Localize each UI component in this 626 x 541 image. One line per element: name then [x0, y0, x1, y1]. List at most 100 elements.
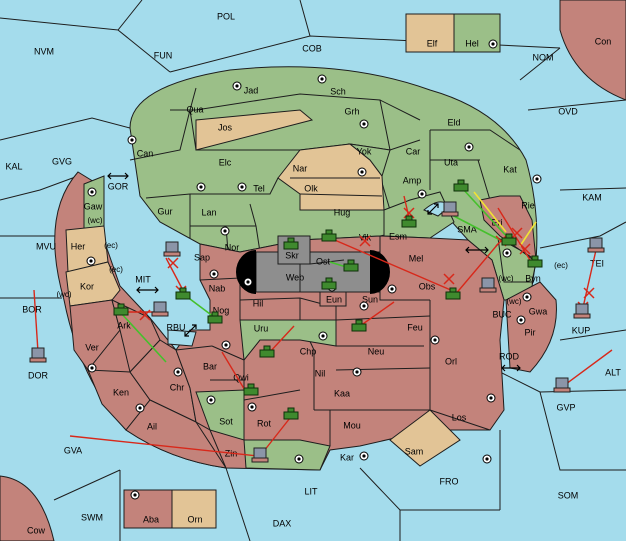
label-aba: Aba — [143, 514, 159, 524]
order-arrow — [565, 349, 613, 385]
land-label-group: Elf Hel Jad Sch Qua Jos Grh Eld Can Yok … — [71, 38, 604, 524]
label-kup: KUP — [572, 325, 591, 335]
label-grh: Grh — [344, 106, 359, 116]
label-nor: Nor — [225, 242, 240, 252]
supply-center-icon — [532, 174, 542, 184]
label-tel: Tel — [253, 183, 265, 193]
territory-sam[interactable] — [389, 409, 461, 467]
label-los: Los — [452, 412, 467, 422]
label-obs: Obs — [419, 281, 436, 291]
label-mou: Mou — [343, 420, 361, 430]
label-kam: KAM — [582, 192, 602, 202]
blue-gray-ship-icon — [29, 347, 47, 363]
label-car: Car — [406, 146, 421, 156]
territory-orn[interactable] — [171, 489, 217, 529]
order-support — [461, 187, 511, 241]
supply-center-icon — [464, 142, 474, 152]
label-pir: Pir — [525, 327, 536, 337]
supply-center-icon — [522, 292, 532, 302]
order-arrow — [267, 325, 295, 355]
label-neu: Neu — [368, 346, 385, 356]
territory-ail[interactable] — [125, 399, 228, 469]
label-gor: GOR — [108, 181, 129, 191]
label-sot: Sot — [219, 416, 233, 426]
failed-order-x-icon — [511, 227, 523, 239]
sea-label-group: POL COB FUN NVM NOM OVD Con KAL GVG GOR … — [5, 11, 621, 535]
green-tank-icon — [445, 287, 461, 300]
territory-elf[interactable] — [405, 13, 455, 53]
supply-center-icon — [486, 393, 496, 403]
label-rie: Rie — [521, 200, 535, 210]
label-chp: Chp — [300, 346, 317, 356]
coast-label-her-ec: (ec) — [104, 241, 118, 250]
green-tank-icon — [175, 287, 191, 300]
label-rot: Rot — [257, 418, 272, 428]
green-tank-icon — [501, 233, 517, 246]
label-elc: Elc — [219, 157, 232, 167]
label-gvg: GVG — [52, 156, 72, 166]
supply-center-icon — [247, 402, 257, 412]
green-tank-icon — [527, 255, 543, 268]
supply-center-icon — [206, 395, 216, 405]
order-arrow — [33, 289, 39, 353]
blue-gray-ship-icon — [163, 241, 181, 257]
label-nog: Nog — [213, 305, 230, 315]
supply-center-icon — [196, 182, 206, 192]
label-sch: Sch — [330, 86, 346, 96]
label-orn: Orn — [187, 514, 202, 524]
label-buc: BUC — [492, 309, 512, 319]
label-bor: BOR — [22, 304, 42, 314]
territory-kor[interactable] — [65, 261, 121, 307]
supply-center-icon — [317, 74, 327, 84]
green-tank-icon — [321, 229, 337, 242]
supply-center-icon — [87, 363, 97, 373]
label-gur: Gur — [157, 206, 172, 216]
territory-south-mass[interactable] — [175, 235, 505, 471]
label-eun: Eun — [326, 294, 342, 304]
label-ark: Ark — [117, 320, 131, 330]
supply-center-icon — [243, 277, 253, 287]
label-eld: Eld — [447, 117, 460, 127]
supply-center-icon — [237, 182, 247, 192]
supply-center-icon — [430, 335, 440, 345]
coast-label-gwa-wc: (wc) — [506, 297, 521, 306]
supply-center-icon — [387, 284, 397, 294]
territory-uru-chp[interactable] — [239, 319, 337, 362]
label-her: Her — [71, 241, 86, 251]
coast-label-byn-ec: (ec) — [554, 261, 568, 270]
supply-center-icon — [352, 367, 362, 377]
order-arrow — [359, 301, 395, 327]
supply-center-icon — [417, 189, 427, 199]
label-cow: Cow — [27, 525, 46, 535]
label-mel: Mel — [409, 253, 424, 263]
supply-center-icon — [86, 256, 96, 266]
tan-plot-borders — [290, 177, 383, 197]
label-cob: COB — [302, 43, 322, 53]
blue-gray-ship-icon — [251, 447, 269, 463]
coast-label-group: (wc) (ec) (ec) (wc) (wc) (ec) (wc) — [56, 216, 568, 306]
supply-center-icon — [220, 226, 230, 236]
label-qua: Qua — [186, 104, 203, 114]
label-orl: Orl — [445, 356, 457, 366]
order-support — [449, 213, 501, 241]
label-mit: MIT — [135, 274, 151, 284]
territory-pir-gwa[interactable] — [505, 281, 557, 373]
supply-center-icon — [359, 119, 369, 129]
label-nar: Nar — [293, 163, 308, 173]
supply-center-icon — [502, 248, 512, 258]
supply-center-icon — [294, 454, 304, 464]
territory-jos[interactable] — [195, 109, 314, 151]
order-arrow — [497, 207, 531, 261]
territory-yok-edge[interactable] — [348, 143, 391, 178]
label-kar: Kar — [340, 452, 354, 462]
territory-ver[interactable] — [69, 299, 121, 371]
label-hug: Hug — [334, 207, 351, 217]
failed-order-x-icon — [359, 235, 371, 247]
label-mvu: MVU — [36, 241, 56, 251]
blue-gray-ship-icon — [151, 301, 169, 317]
supply-center-icon — [87, 187, 97, 197]
double-arrow-icon — [136, 286, 159, 294]
label-gvp: GVP — [556, 402, 575, 412]
label-fun: FUN — [154, 50, 173, 60]
